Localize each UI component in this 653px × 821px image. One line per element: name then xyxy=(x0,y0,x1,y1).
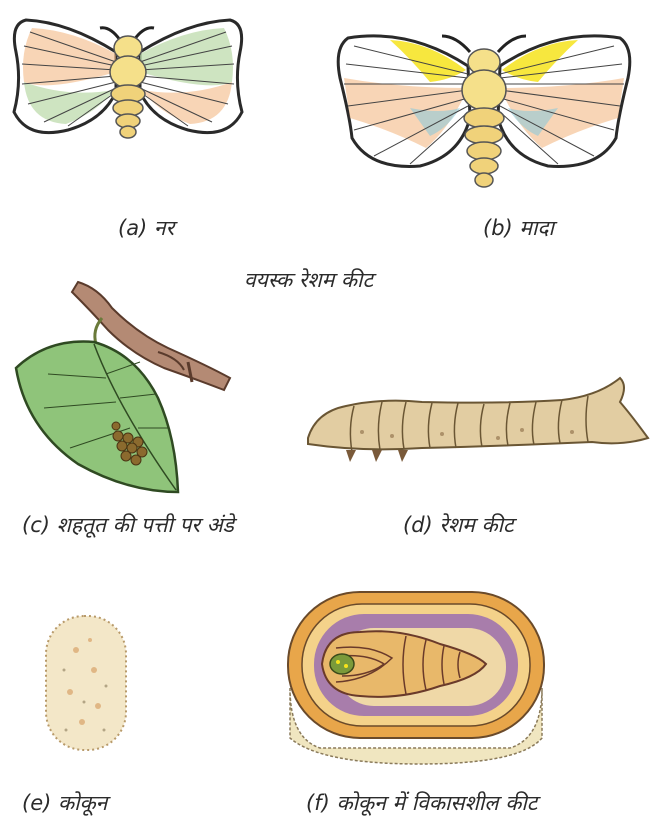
caption-developing-insect: (f) कोकून में विकासशील कीट xyxy=(306,789,537,817)
caption-adult-silkworm: वयस्क रेशम कीट xyxy=(244,266,373,294)
caption-male: (a) नर xyxy=(118,214,174,242)
silkworm-larva-illustration xyxy=(302,372,650,472)
caption-eggs: (c) शहतूत की पत्ती पर अंडे xyxy=(22,511,234,539)
cocoon-illustration xyxy=(36,610,136,756)
pupa-in-cocoon-illustration xyxy=(280,588,550,766)
caption-female: (b) मादा xyxy=(483,214,554,242)
mulberry-leaf-eggs-illustration xyxy=(8,278,238,498)
caption-silkworm: (d) रेशम कीट xyxy=(403,511,514,539)
male-moth-illustration xyxy=(8,12,248,152)
female-moth-illustration xyxy=(330,18,640,198)
caption-cocoon: (e) कोकून xyxy=(22,789,107,817)
